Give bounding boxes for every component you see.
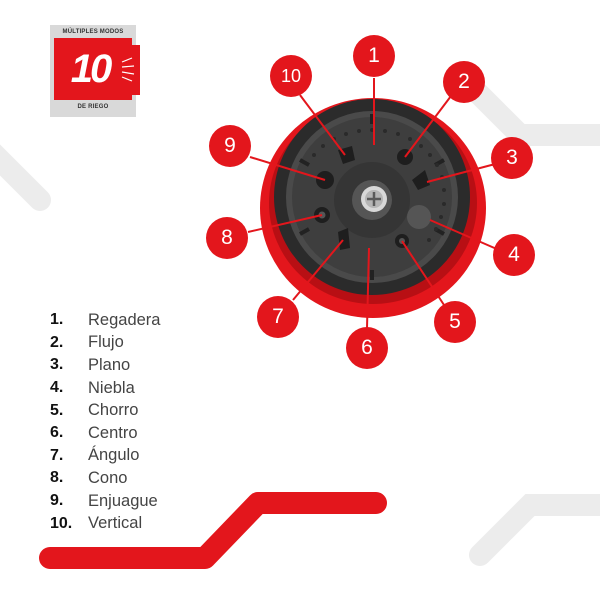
legend-label: Enjuague — [88, 491, 158, 510]
list-item: 8. Cono — [50, 467, 160, 490]
legend-label: Plano — [88, 355, 131, 374]
list-item: 1. Regadera — [50, 309, 160, 332]
legend-label: Cono — [88, 468, 128, 487]
background-stripes — [0, 74, 600, 566]
list-item: 6. Centro — [50, 422, 160, 445]
spray-lines-icon — [121, 57, 135, 82]
list-item: 9. Enjuague — [50, 490, 160, 513]
legend-number: 6. — [50, 424, 64, 442]
callout-2: 2 — [443, 61, 485, 103]
callout-4: 4 — [493, 234, 535, 276]
legend-number: 10. — [50, 514, 73, 532]
list-item: 3. Plano — [50, 354, 160, 377]
legend-number: 2. — [50, 333, 64, 351]
legend-number: 9. — [50, 492, 64, 510]
badge-number: 10 — [70, 47, 113, 91]
list-item: 5. Chorro — [50, 399, 160, 422]
modes-legend: 1. Regadera 2. Flujo 3. Plano 4. Niebla … — [50, 309, 160, 535]
badge — [50, 25, 140, 117]
screw-icon — [367, 192, 381, 206]
badge-bottom-text: DE RIEGO — [77, 104, 109, 110]
callout-5: 5 — [434, 301, 476, 343]
callout-10: 10 — [270, 55, 312, 97]
callout-8: 8 — [206, 217, 248, 259]
badge-top-text: MÚLTIPLES MODOS — [62, 29, 124, 35]
legend-label: Flujo — [88, 333, 124, 352]
list-item: 7. Ángulo — [50, 445, 160, 468]
callout-9: 9 — [209, 125, 251, 167]
list-item: 2. Flujo — [50, 332, 160, 355]
legend-label: Ángulo — [88, 446, 140, 465]
legend-number: 8. — [50, 469, 64, 487]
legend-number: 1. — [50, 311, 64, 329]
legend-label: Niebla — [88, 378, 135, 397]
legend-number: 5. — [50, 401, 64, 419]
callout-1: 1 — [353, 35, 395, 77]
legend-label: Regadera — [88, 310, 161, 329]
list-item: 4. Niebla — [50, 377, 160, 400]
legend-number: 4. — [50, 379, 64, 397]
legend-label: Chorro — [88, 401, 139, 420]
legend-number: 7. — [50, 446, 64, 464]
callout-7: 7 — [257, 296, 299, 338]
list-item: 10. Vertical — [50, 512, 160, 535]
legend-label: Vertical — [88, 514, 143, 533]
callout-6: 6 — [346, 327, 388, 369]
legend-number: 3. — [50, 356, 64, 374]
nozzle — [260, 98, 486, 318]
leader-lines — [247, 78, 500, 329]
callout-3: 3 — [491, 137, 533, 179]
legend-label: Centro — [88, 423, 138, 442]
red-swoosh — [39, 492, 387, 569]
